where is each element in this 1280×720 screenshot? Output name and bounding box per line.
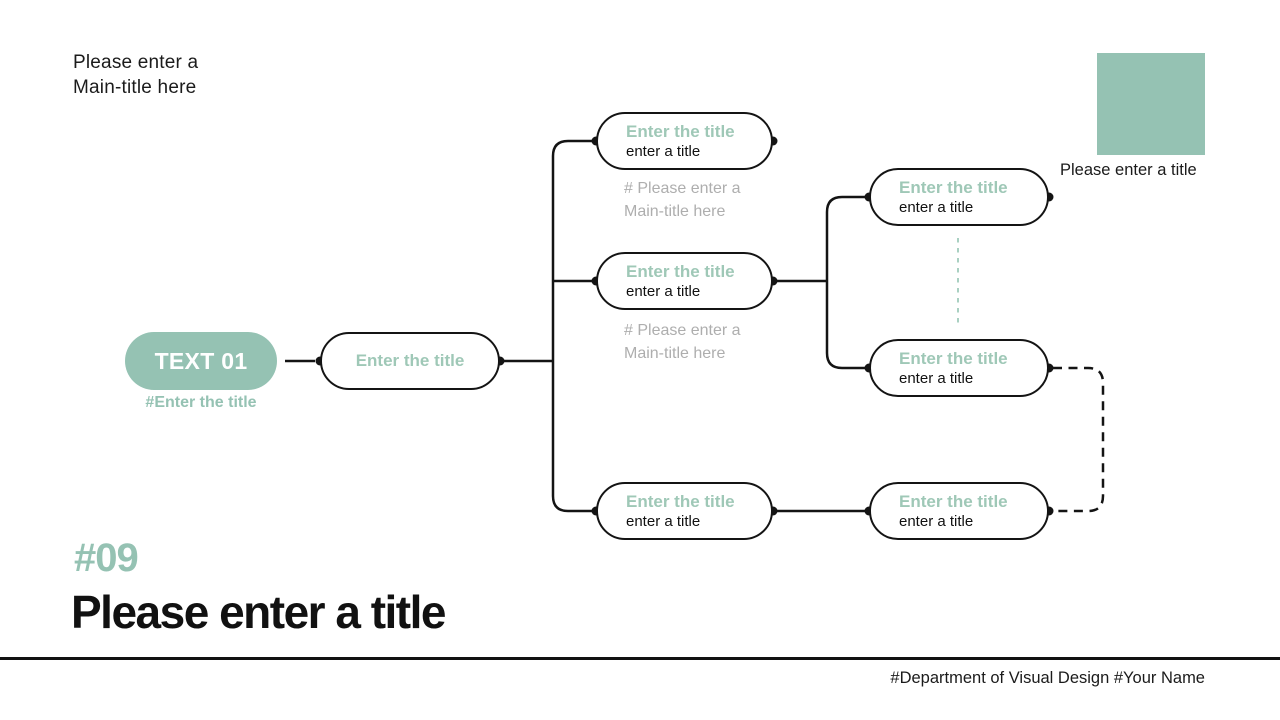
node-title: Enter the title bbox=[899, 348, 1008, 368]
node-title: Enter the title bbox=[626, 121, 735, 141]
node-caption-middle[interactable]: # Please enter a Main-title here bbox=[624, 322, 741, 362]
node-subtitle: enter a title bbox=[899, 198, 974, 216]
main-title-placeholder[interactable]: Please enter a Main-title here bbox=[73, 50, 198, 100]
main-title-line1: Please enter a bbox=[73, 52, 199, 73]
root-pill-tag[interactable]: #Enter the title bbox=[145, 394, 257, 411]
connector-trunk-right bbox=[825, 195, 865, 370]
node-title: Enter the title bbox=[899, 491, 1008, 511]
node-subtitle: enter a title bbox=[626, 142, 701, 160]
node-subtitle: enter a title bbox=[899, 369, 974, 387]
node-subtitle: enter a title bbox=[626, 282, 701, 300]
node-branch-top[interactable]: Enter the title enter a title bbox=[596, 112, 773, 170]
connector-dashed-loop bbox=[1053, 366, 1105, 513]
main-title-line2: Main-title here bbox=[73, 77, 197, 98]
node-level1[interactable]: Enter the title bbox=[320, 332, 500, 390]
slide-title[interactable]: Please enter a title bbox=[71, 586, 446, 638]
node-subtitle: enter a title bbox=[899, 512, 974, 530]
node-leaf-middle[interactable]: Enter the title enter a title bbox=[869, 339, 1049, 397]
node-title: Enter the title bbox=[899, 177, 1008, 197]
node-leaf-top[interactable]: Enter the title enter a title bbox=[869, 168, 1049, 226]
node-branch-bottom[interactable]: Enter the title enter a title bbox=[596, 482, 773, 540]
root-pill-label: TEXT 01 bbox=[154, 347, 248, 374]
footer-credits[interactable]: #Department of Visual Design #Your Name bbox=[890, 669, 1205, 687]
slide-number[interactable]: #09 bbox=[74, 536, 139, 580]
node-title: Enter the title bbox=[355, 351, 465, 370]
node-caption-top[interactable]: # Please enter a Main-title here bbox=[624, 180, 741, 220]
node-branch-middle[interactable]: Enter the title enter a title bbox=[596, 252, 773, 310]
node-leaf-bottom[interactable]: Enter the title enter a title bbox=[869, 482, 1049, 540]
legend-caption[interactable]: Please enter a title bbox=[1060, 161, 1197, 179]
root-pill[interactable]: TEXT 01 bbox=[125, 332, 277, 390]
node-title: Enter the title bbox=[626, 491, 735, 511]
connector-trunk-left bbox=[551, 139, 592, 513]
footer-rule bbox=[0, 657, 1280, 660]
legend-square[interactable] bbox=[1097, 53, 1205, 155]
node-subtitle: enter a title bbox=[626, 512, 701, 530]
node-title: Enter the title bbox=[626, 261, 735, 281]
